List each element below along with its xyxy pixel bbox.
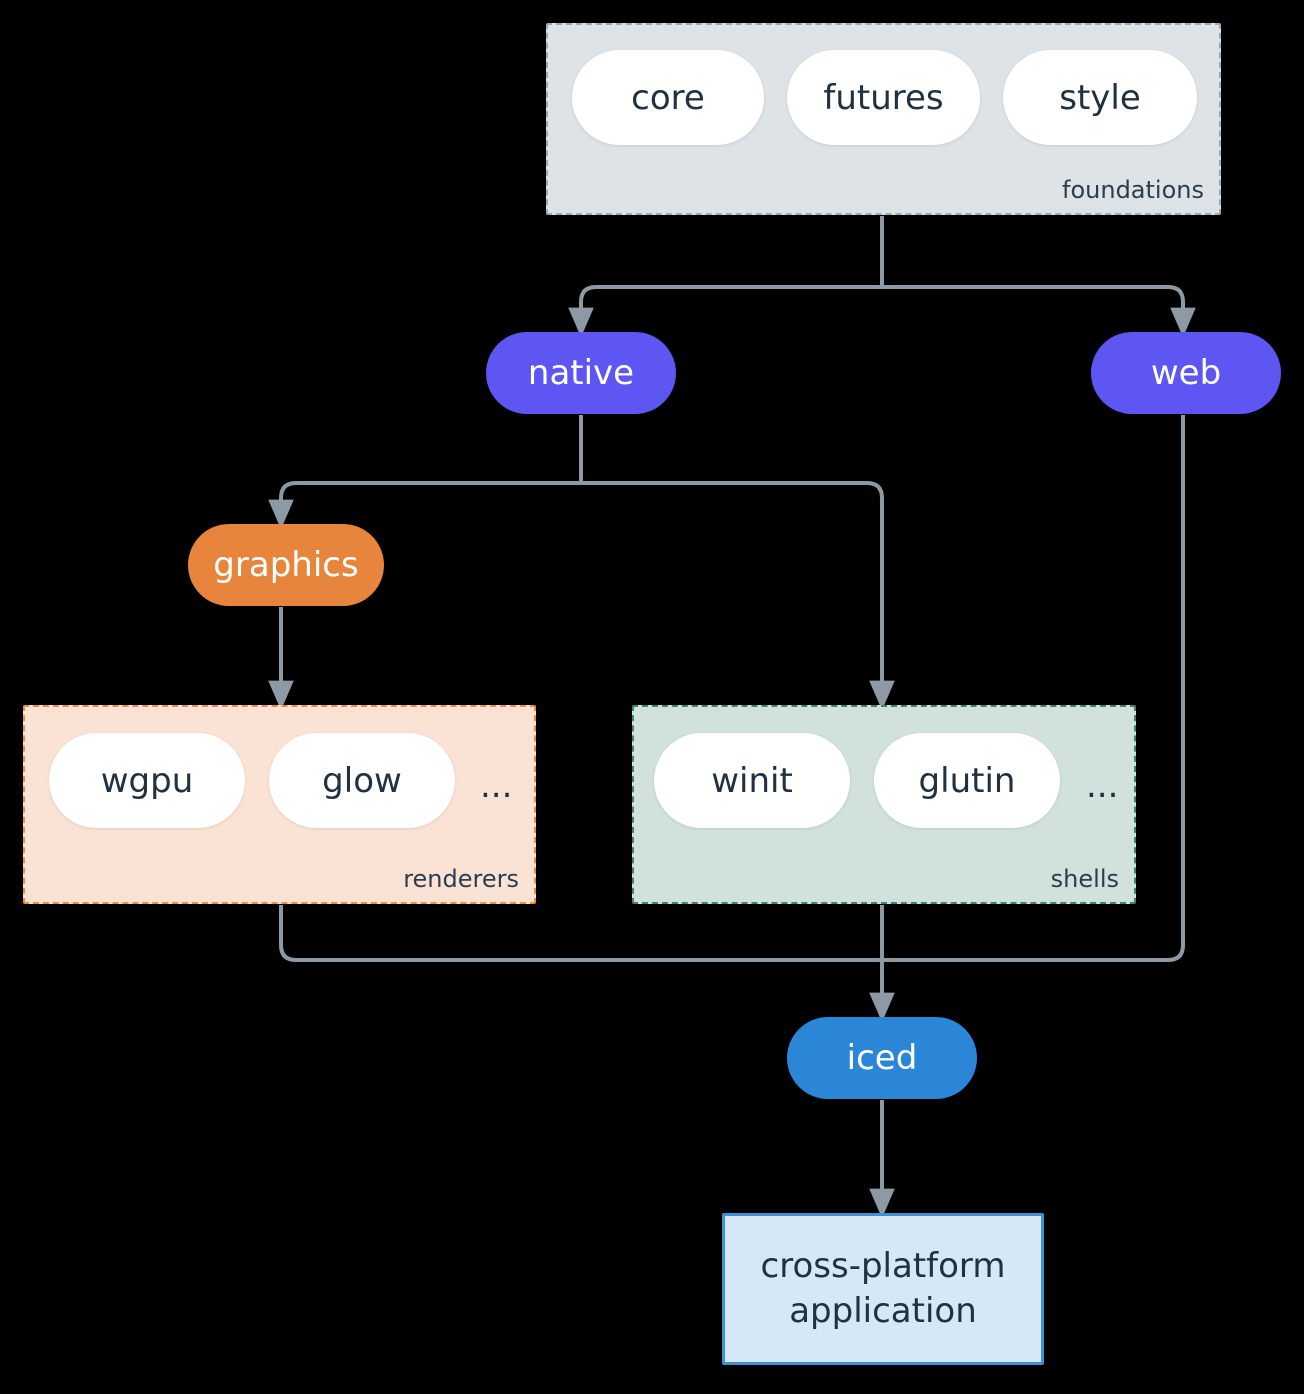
pill-glow[interactable]: glow [269,733,455,828]
shells-more-indicator: ... [1086,766,1119,806]
group-renderers-label: renderers [403,865,519,893]
pill-style-label: style [1059,77,1141,118]
node-graphics-label: graphics [213,545,359,585]
edge-native-graphics [268,481,581,530]
pill-style[interactable]: style [1003,50,1197,145]
pill-glow-label: glow [322,760,402,801]
edge-renderers-iced [279,905,882,962]
node-iced[interactable]: iced [787,1017,977,1099]
group-foundations-label: foundations [1062,176,1204,204]
pill-glutin-label: glutin [918,760,1016,801]
group-foundations: core futures style foundations [546,23,1221,215]
renderers-more-indicator: ... [480,766,513,806]
pill-core[interactable]: core [572,50,764,145]
node-native[interactable]: native [486,332,676,414]
pill-futures-label: futures [823,77,944,118]
pill-wgpu-label: wgpu [100,760,194,801]
group-shells-label: shells [1050,865,1119,893]
pill-wgpu[interactable]: wgpu [49,733,245,828]
pill-core-label: core [631,77,705,118]
edge-foundations-native [568,285,882,338]
node-graphics[interactable]: graphics [188,524,384,606]
edge-foundations-web [882,285,1196,338]
group-shells: winit glutin ... shells [632,705,1136,904]
pill-winit-label: winit [711,760,793,801]
pill-glutin[interactable]: glutin [874,733,1060,828]
node-application[interactable]: cross-platform application [722,1213,1044,1365]
node-application-line1: cross-platform [760,1246,1006,1287]
node-native-label: native [527,353,635,393]
node-web[interactable]: web [1091,332,1281,414]
node-web-label: web [1150,353,1222,393]
node-iced-label: iced [846,1038,918,1078]
node-application-line2: application [789,1291,977,1331]
pill-futures[interactable]: futures [787,50,980,145]
edge-native-shells [581,481,895,711]
pill-winit[interactable]: winit [654,733,850,828]
group-renderers: wgpu glow ... renderers [23,705,536,904]
